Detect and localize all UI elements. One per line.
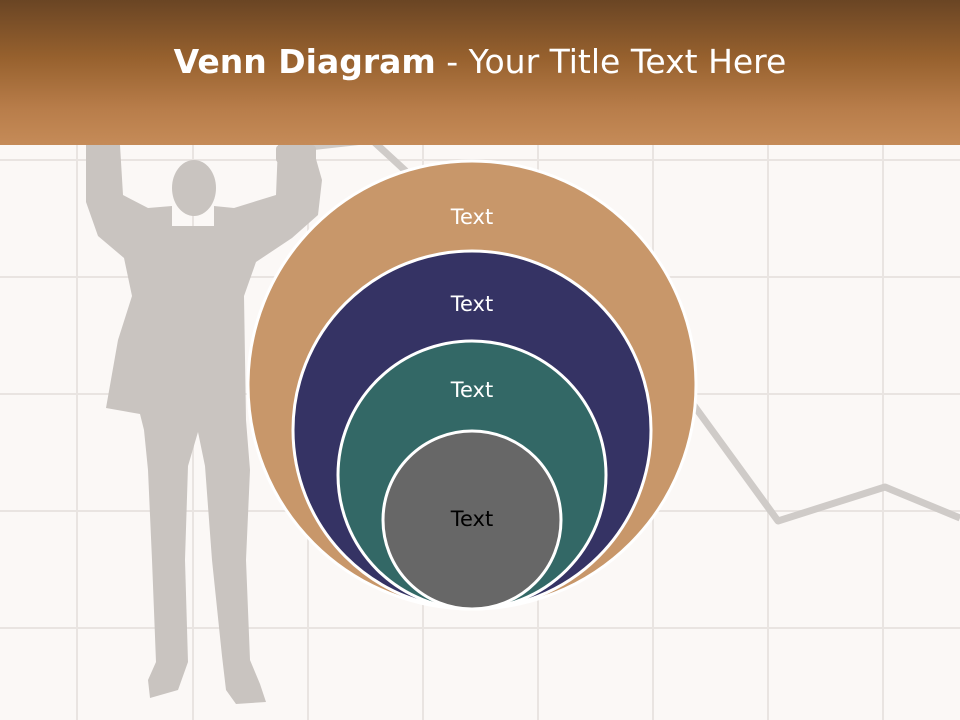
circle-3-label: Text — [450, 378, 493, 402]
slide-title: Venn Diagram - Your Title Text Here — [0, 40, 960, 84]
businessman-silhouette — [86, 145, 322, 704]
circle-4-label: Text — [450, 507, 493, 531]
title-bold: Venn Diagram — [173, 42, 436, 81]
circle-4-shape — [381, 429, 563, 611]
circle-1-label: Text — [450, 205, 493, 229]
header-banner: Venn Diagram - Your Title Text Here — [0, 0, 960, 145]
title-rest: - Your Title Text Here — [435, 42, 787, 81]
circle-2-label: Text — [450, 292, 493, 316]
venn-circle-inner[interactable]: Text — [381, 429, 563, 611]
